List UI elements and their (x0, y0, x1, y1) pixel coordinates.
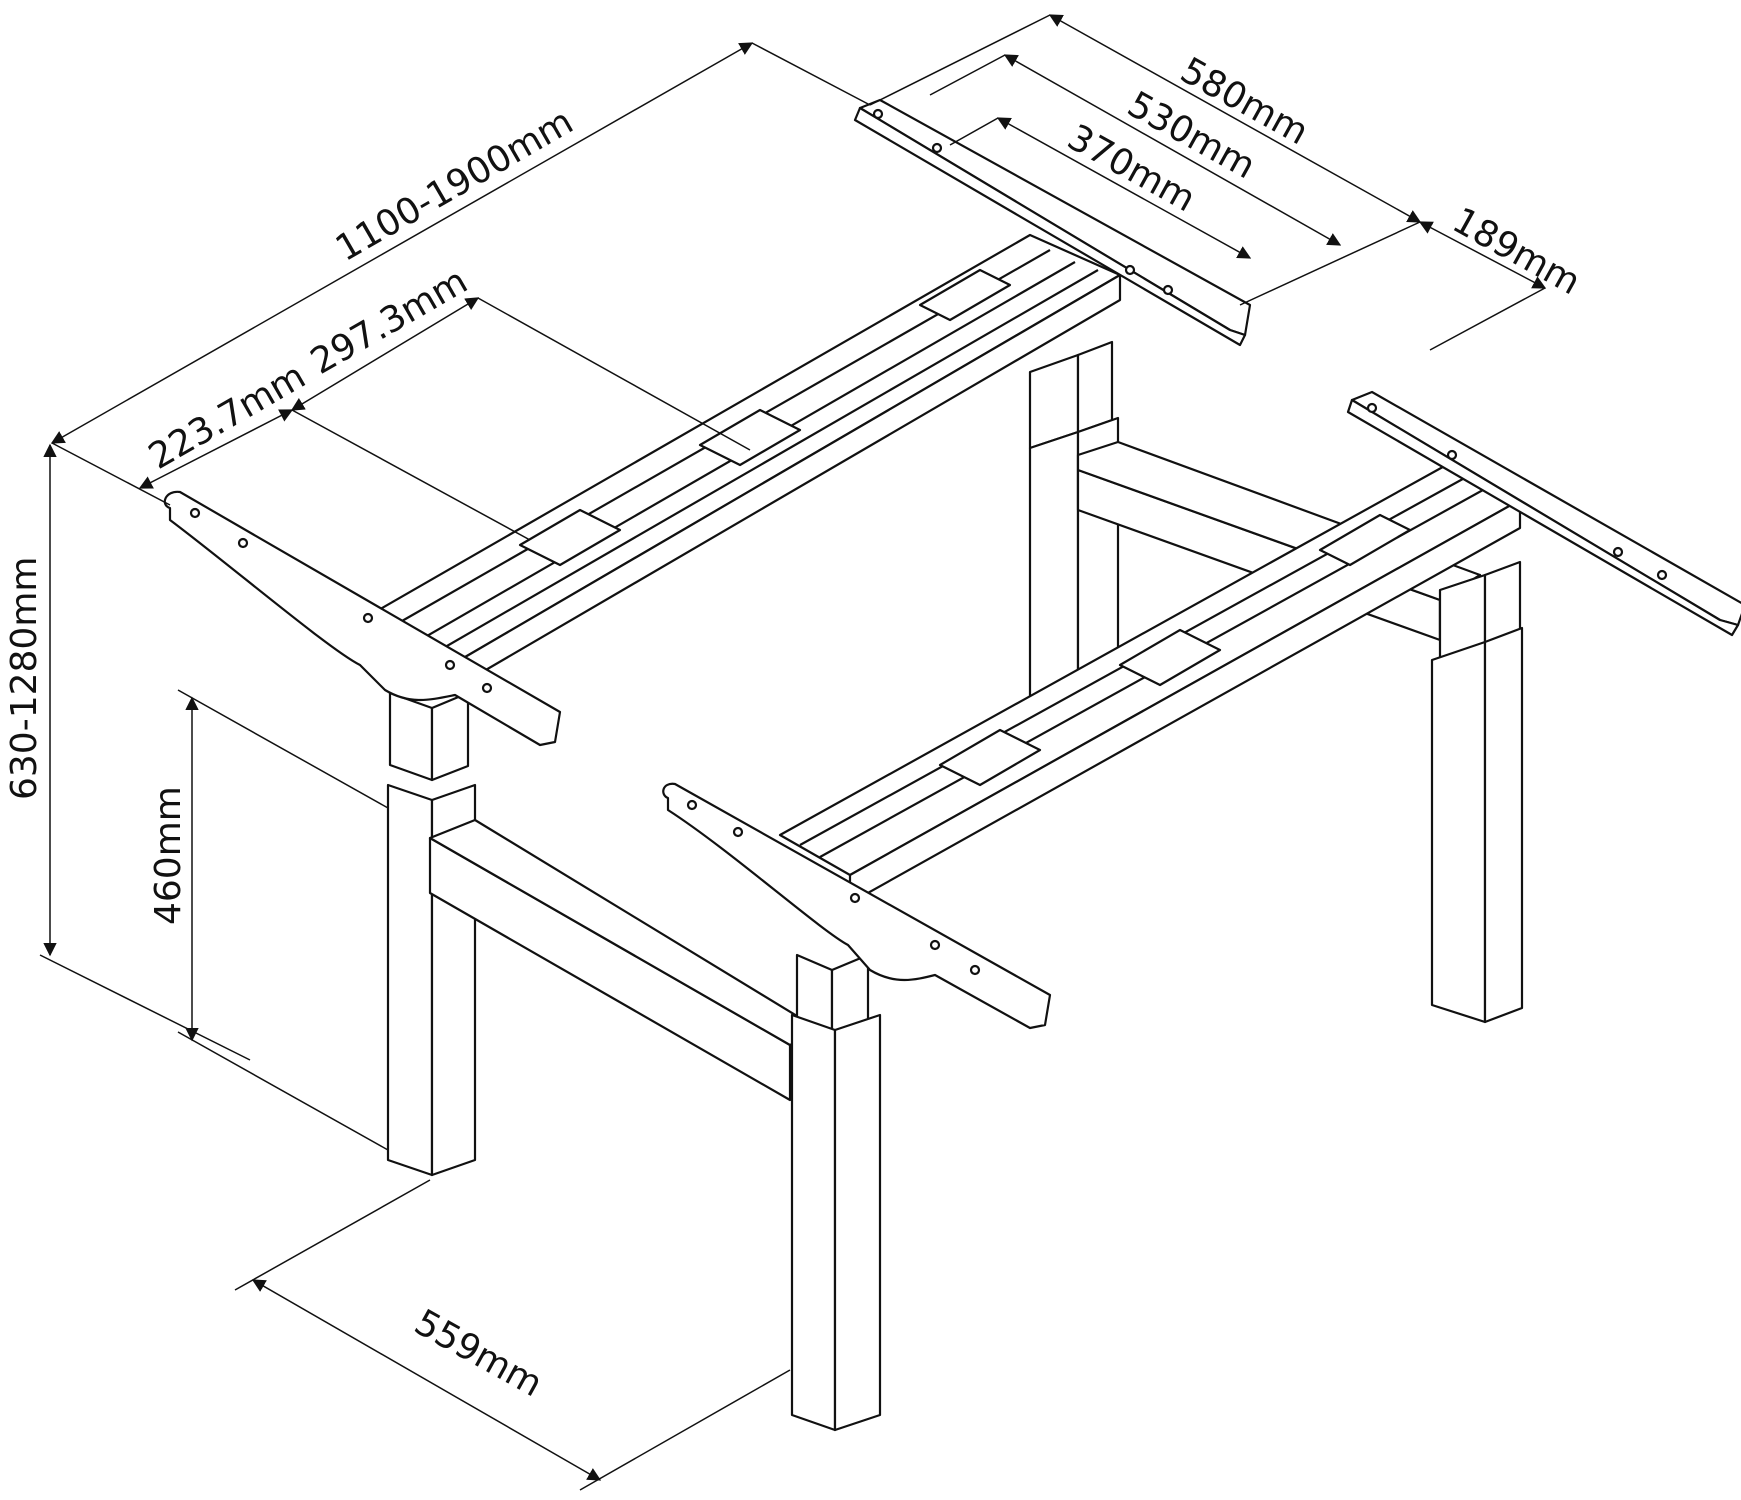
far-right-leg (1430, 560, 1524, 1024)
front-right-beam (778, 461, 1522, 905)
label-crossbar-height: 460mm (148, 786, 189, 925)
dim-line-length (50, 42, 754, 444)
dim-line-depth-inner (996, 117, 1252, 259)
label-offset: 189mm (1446, 200, 1587, 303)
dim-line-beam-offset (290, 297, 480, 411)
back-left-beam (368, 233, 1122, 687)
label-foot-spacing: 559mm (408, 1302, 549, 1405)
label-length: 1100-1900mm (329, 101, 580, 270)
front-right-arm-bracket (662, 782, 1052, 1030)
label-height-range: 630-1280mm (4, 557, 45, 800)
front-left-arm-bracket (163, 490, 562, 747)
front-left-crossbar (428, 818, 822, 1102)
dim-line-bracket-offset (138, 409, 294, 489)
frame-geometry (163, 98, 1741, 1432)
front-middle-leg (790, 953, 882, 1432)
label-beam-offset: 297.3mm (304, 261, 474, 383)
front-left-leg (386, 691, 477, 1177)
dimension-lines (39, 14, 1547, 1491)
right-top-bracket (1346, 390, 1741, 637)
label-bracket-offset: 223.7mm (142, 356, 312, 478)
dim-line-foot-spacing (251, 1279, 602, 1481)
dim-line-offset (1418, 221, 1547, 289)
